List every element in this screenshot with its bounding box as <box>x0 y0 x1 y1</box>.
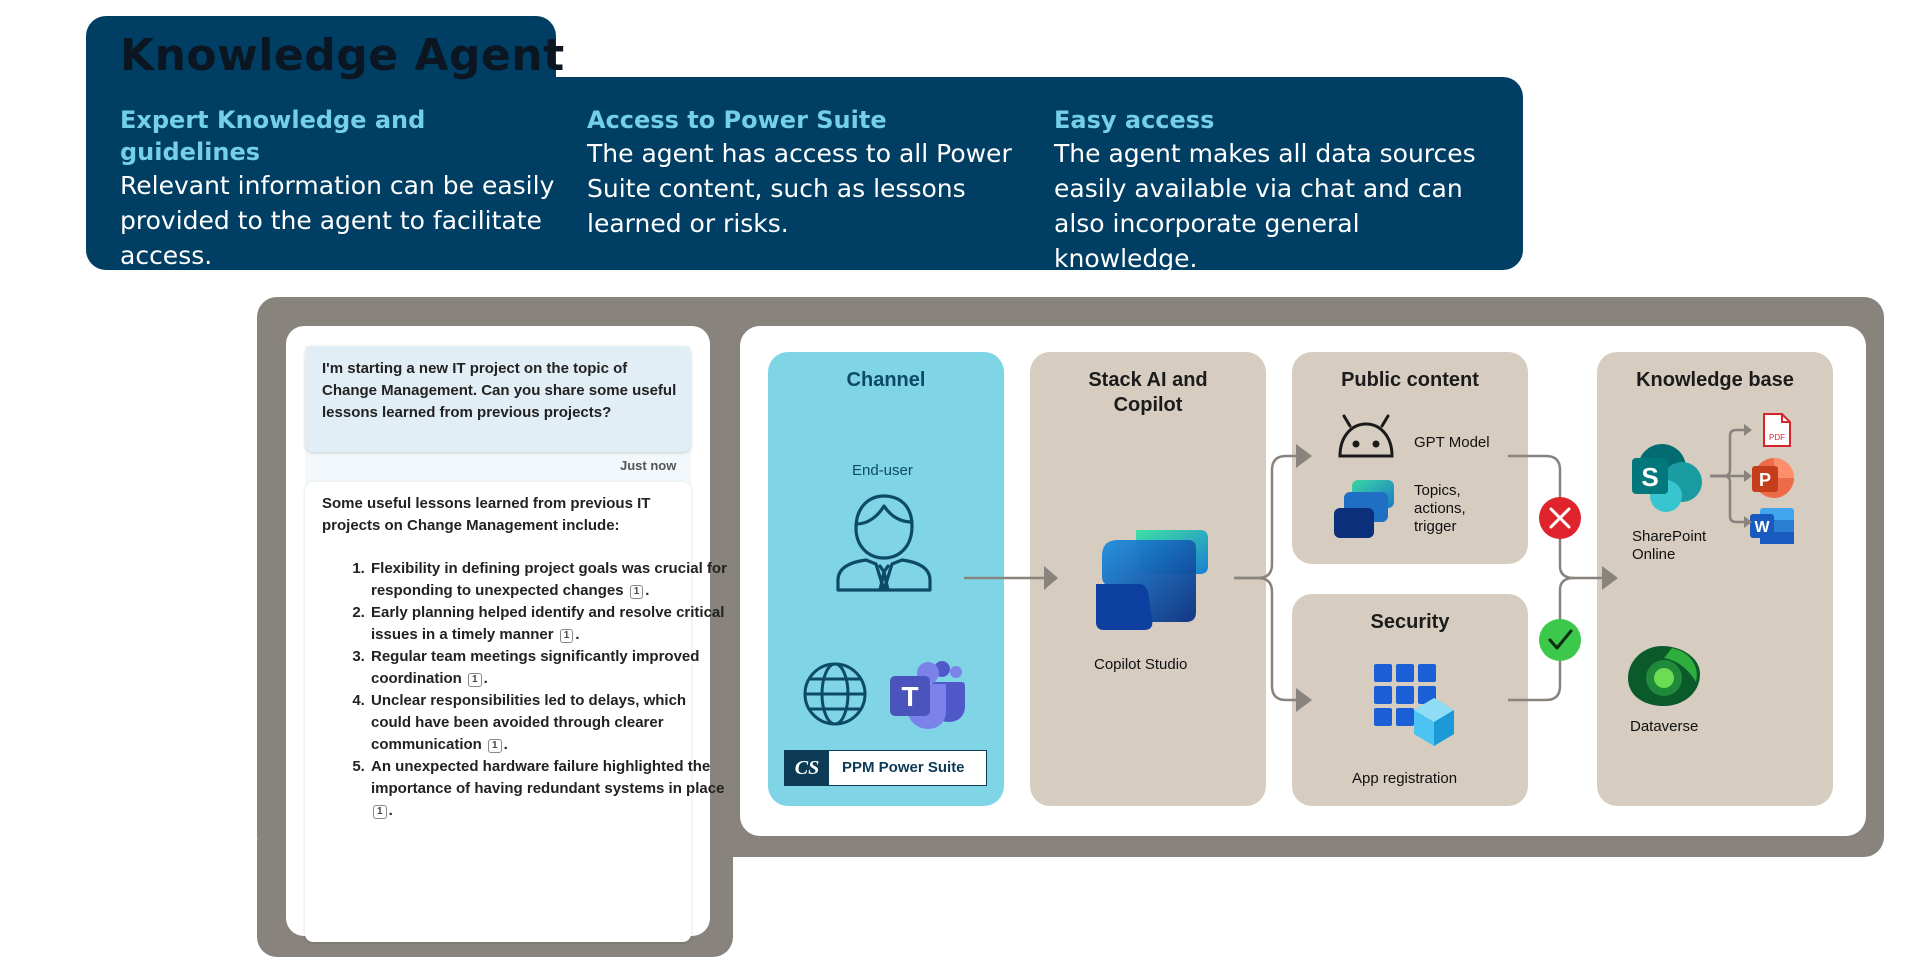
list-item: Unclear responsibilities led to delays, … <box>369 690 729 756</box>
channel-title: Channel <box>846 369 926 391</box>
page-title: Knowledge Agent <box>120 30 565 81</box>
agent-message-intro: Some useful lessons learned from previou… <box>322 495 651 534</box>
ppt-letter: P <box>1759 470 1771 490</box>
list-item: Early planning helped identify and resol… <box>369 602 729 646</box>
list-item: Regular team meetings significantly impr… <box>369 646 729 690</box>
knowledge-base-panel: Knowledge base <box>1597 352 1833 806</box>
ppm-power-suite-badge[interactable]: CS PPM Power Suite <box>784 750 987 786</box>
security-title: Security <box>1370 611 1450 633</box>
frame-cutout <box>733 857 1920 959</box>
citation-badge[interactable]: 1 <box>373 805 387 819</box>
svg-text:T: T <box>901 681 918 712</box>
cs-logo: CS <box>785 751 829 785</box>
dataverse-label: Dataverse <box>1630 718 1699 735</box>
agent-message-bubble <box>305 482 691 942</box>
feature-expert-knowledge: Expert Knowledge and guidelines Relevant… <box>120 104 560 273</box>
feature-power-suite: Access to Power Suite The agent has acce… <box>587 104 1027 241</box>
teams-icon: T <box>890 661 965 729</box>
feature-heading: Expert Knowledge and guidelines <box>120 106 426 166</box>
citation-badge[interactable]: 1 <box>629 585 644 599</box>
pdf-icon[interactable]: PDF <box>1762 412 1792 448</box>
list-item: An unexpected hardware failure highlight… <box>369 756 729 822</box>
public-content-panel: Public content <box>1292 352 1528 564</box>
list-item-text: Regular team meetings significantly impr… <box>371 648 700 687</box>
header-panel <box>86 77 1523 270</box>
user-message-bubble <box>305 346 691 452</box>
sharepoint-letter: S <box>1641 462 1658 492</box>
user-icon <box>836 494 932 592</box>
word-letter: W <box>1754 519 1770 536</box>
badge-label: PPM Power Suite <box>842 759 965 776</box>
end-user-label: End-user <box>852 462 913 479</box>
sharepoint-label: SharePoint Online <box>1632 528 1707 563</box>
feature-heading: Access to Power Suite <box>587 106 887 134</box>
feature-easy-access: Easy access The agent makes all data sou… <box>1054 104 1504 276</box>
citation-badge[interactable]: 1 <box>488 739 502 753</box>
knowledge-base-title: Knowledge base <box>1636 369 1794 391</box>
globe-icon <box>803 662 867 726</box>
app-grid-icon <box>1374 664 1454 746</box>
robot-icon <box>1338 414 1394 458</box>
copilot-studio-label: Copilot Studio <box>1094 656 1188 673</box>
sharepoint-icon: S <box>1632 444 1702 512</box>
feature-text: The agent makes all data sources easily … <box>1054 139 1476 273</box>
list-item-text: An unexpected hardware failure highlight… <box>371 758 725 797</box>
citation-badge[interactable]: 1 <box>468 673 482 687</box>
powerpoint-icon[interactable]: P <box>1746 456 1796 500</box>
app-registration-label: App registration <box>1352 770 1458 787</box>
pdf-text: PDF <box>1769 433 1785 442</box>
word-icon[interactable]: W <box>1746 504 1796 548</box>
list-item-text: Early planning helped identify and resol… <box>371 604 725 643</box>
gpt-model-label: GPT Model <box>1414 434 1490 451</box>
dataverse-icon <box>1628 646 1700 706</box>
message-timestamp: Just now <box>620 458 677 473</box>
feature-heading: Easy access <box>1054 106 1215 134</box>
list-item: Flexibility in defining project goals wa… <box>369 558 729 602</box>
user-message-text: I'm starting a new IT project on the top… <box>322 360 677 421</box>
header-tab <box>86 16 556 86</box>
copilot-icon <box>1096 530 1208 630</box>
public-content-title: Public content <box>1341 369 1479 391</box>
topics-icon <box>1334 480 1394 538</box>
citation-badge[interactable]: 1 <box>559 629 574 643</box>
feature-text: The agent has access to all Power Suite … <box>587 139 1012 238</box>
list-item-text: Flexibility in defining project goals wa… <box>371 560 727 599</box>
list-item-text: Unclear responsibilities led to delays, … <box>371 692 687 753</box>
feature-text: Relevant information can be easily provi… <box>120 171 555 270</box>
agent-message-list: Flexibility in defining project goals wa… <box>322 558 729 822</box>
stack-title: Stack AI and Copilot <box>1088 369 1208 416</box>
topics-label: Topics, actions, trigger <box>1414 482 1466 535</box>
